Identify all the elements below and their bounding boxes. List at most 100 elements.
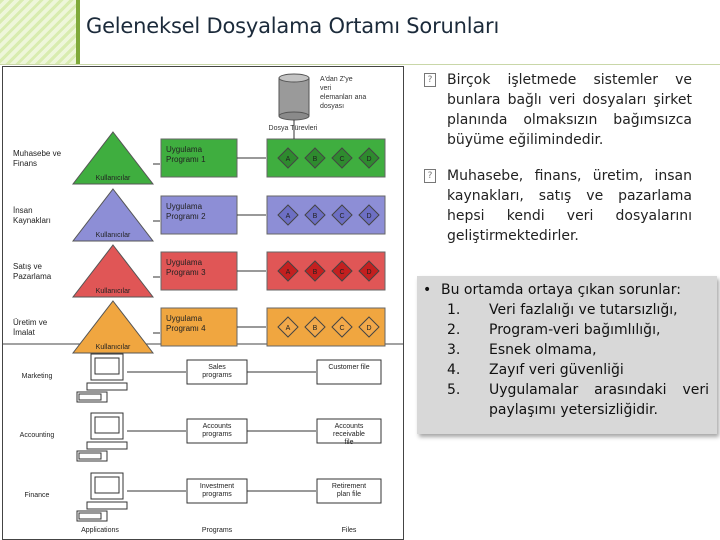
slide-title: Geleneksel Dosyalama Ortamı Sorunları — [86, 14, 500, 38]
program-box — [160, 251, 238, 291]
file-letter: B — [313, 269, 318, 276]
department-label: Accounting — [20, 432, 55, 439]
file-box — [316, 359, 382, 385]
file-letter: C — [339, 156, 344, 163]
file-diamond — [358, 147, 380, 169]
problem-item: 3. Esnek olmama, — [447, 340, 709, 360]
computer-screen — [94, 476, 120, 494]
file-letter: A — [286, 325, 291, 332]
file-letter: D — [366, 213, 371, 220]
file-letter: B — [313, 156, 318, 163]
users-label: Kullanıcılar — [96, 288, 131, 295]
file-letter: B — [313, 213, 318, 220]
computer-screen — [94, 416, 120, 434]
bullet-item: ? Muhasebe, finans, üretim, insan kaynak… — [424, 166, 692, 246]
problem-number: 1. — [447, 302, 461, 318]
database-label: Dosya Türevleri — [269, 125, 318, 132]
problem-number: 5. — [447, 382, 461, 398]
problems-list: 1. Veri fazlalığı ve tutarsızlığı, 2. Prog… — [447, 300, 709, 420]
bullet-dot-icon: • — [423, 282, 432, 298]
file-diamond — [358, 204, 380, 226]
users-triangle — [71, 131, 155, 185]
users-triangle — [71, 188, 155, 242]
problems-heading: • Bu ortamda ortaya çıkan sorunlar: — [423, 280, 681, 300]
file-letter: A — [286, 269, 291, 276]
database-body — [278, 77, 310, 117]
column-label-applications: Applications — [81, 527, 119, 534]
bullet-text: Birçok işletmede sistemler ve bunlara ba… — [447, 72, 692, 148]
file-box — [316, 418, 382, 444]
problem-text: Veri fazlalığı ve tutarsızlığı, — [489, 302, 678, 318]
computer-base — [86, 441, 128, 450]
file-box — [316, 478, 382, 504]
file-diamond — [277, 147, 299, 169]
file-letter: B — [313, 325, 318, 332]
file-diamond — [331, 260, 353, 282]
bullet-text: Muhasebe, finans, üretim, insan kaynakla… — [447, 168, 692, 244]
program-box — [160, 307, 238, 347]
file-diamond — [277, 260, 299, 282]
title-decoration — [0, 0, 76, 64]
file-diamond — [304, 260, 326, 282]
program-box — [160, 138, 238, 178]
file-letter: A — [286, 156, 291, 163]
computer-screen — [94, 357, 120, 375]
file-diamond — [331, 316, 353, 338]
file-diamond — [304, 204, 326, 226]
file-letter: C — [339, 213, 344, 220]
problem-item: 2. Program-veri bağımlılığı, — [447, 320, 709, 340]
problem-number: 3. — [447, 342, 461, 358]
file-diamond — [277, 204, 299, 226]
users-label: Kullanıcılar — [96, 175, 131, 182]
problem-text: Zayıf veri güvenliği — [489, 362, 624, 378]
file-diamond — [304, 316, 326, 338]
file-diamond — [277, 316, 299, 338]
computer-screen — [78, 512, 102, 520]
title-divider — [0, 64, 720, 65]
problems-heading-text: Bu ortamda ortaya çıkan sorunlar: — [441, 282, 681, 298]
problem-number: 2. — [447, 322, 461, 338]
database-icon — [278, 73, 310, 83]
file-letter: A — [286, 213, 291, 220]
file-diamond — [331, 147, 353, 169]
problem-item: 5. Uygulamalar arasındaki veri paylaşımı … — [447, 380, 709, 420]
users-label: Kullanıcılar — [96, 344, 131, 351]
computer-screen — [78, 393, 102, 401]
file-diamond — [331, 204, 353, 226]
file-label: Customer file — [328, 364, 369, 371]
users-triangle — [71, 244, 155, 298]
program-box — [186, 359, 248, 385]
computer-base — [86, 501, 128, 510]
bullet-marker-icon: ? — [424, 169, 436, 183]
title-accent-bar — [76, 0, 80, 64]
problem-text: Uygulamalar arasındaki veri paylaşımı ye… — [489, 382, 709, 418]
file-letter: C — [339, 269, 344, 276]
problem-item: 1. Veri fazlalığı ve tutarsızlığı, — [447, 300, 709, 320]
problem-text: Esnek olmama, — [489, 342, 597, 358]
users-triangle — [71, 300, 155, 354]
department-label: Marketing — [22, 373, 53, 380]
bullet-list: ? Birçok işletmede sistemler ve bunlara … — [424, 70, 692, 262]
file-letter: D — [366, 156, 371, 163]
problem-number: 4. — [447, 362, 461, 378]
users-label: Kullanıcılar — [96, 232, 131, 239]
program-box — [160, 195, 238, 235]
problem-text: Program-veri bağımlılığı, — [489, 322, 661, 338]
bullet-item: ? Birçok işletmede sistemler ve bunlara … — [424, 70, 692, 150]
file-diamond — [304, 147, 326, 169]
bullet-marker-icon: ? — [424, 73, 436, 87]
